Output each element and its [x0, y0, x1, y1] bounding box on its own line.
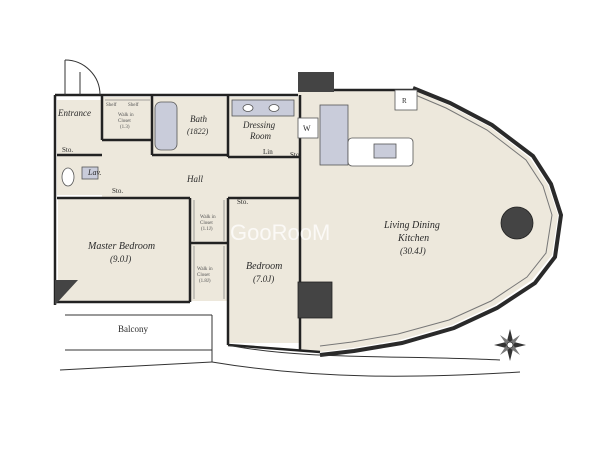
room-label-ldk-2: Kitchen	[397, 233, 429, 244]
kitchen-counter-back	[319, 104, 349, 166]
lav-sink	[81, 166, 99, 180]
entrance-door	[64, 59, 101, 96]
wic-entrance-label-2: Closet	[118, 119, 131, 124]
closet-floor	[102, 97, 152, 139]
sto-label-lav: Sto.	[112, 187, 123, 195]
wic-hall-label-1: Walk in	[200, 215, 216, 220]
toilet	[61, 167, 75, 187]
pillar-corner	[55, 280, 78, 305]
room-label-hall: Hall	[186, 174, 204, 184]
kitchen-sink	[373, 143, 397, 159]
ldk-glass-line	[319, 93, 553, 347]
room-label-dressing-1: Dressing	[242, 120, 276, 130]
watermark: GooRooM	[230, 220, 330, 245]
wic-hall-floor	[190, 198, 228, 243]
pillars	[55, 72, 334, 305]
sto-label-entrance: Sto.	[62, 146, 73, 154]
lin-label: Lin	[263, 148, 273, 156]
wic-bed-label-1: Walk in	[197, 267, 213, 272]
room-label-lav: Lav.	[87, 168, 101, 177]
bedroom-column	[297, 281, 333, 319]
room-size-master: (9.0J)	[110, 254, 131, 264]
vanity-sink-1	[242, 104, 254, 112]
round-column	[500, 206, 534, 240]
room-label-bedroom: Bedroom	[246, 261, 282, 272]
room-size-bath: (1822)	[187, 127, 209, 136]
wic-entrance-label-1: Walk in	[118, 113, 134, 118]
pillar-top	[298, 72, 334, 92]
walls	[53, 88, 413, 354]
room-size-ldk: (30.4J)	[400, 246, 426, 256]
wic-hall-size: (1.1J)	[201, 227, 213, 232]
master-bedroom-floor	[58, 198, 190, 301]
vanity-sink-2	[268, 104, 280, 112]
balcony	[59, 314, 521, 377]
room-size-bedroom: (7.0J)	[253, 274, 274, 284]
sto-label-dressing: Sto.	[290, 151, 301, 159]
wic-bed-size: (1.8J)	[199, 279, 211, 284]
compass-rose-icon	[494, 329, 526, 361]
washer	[297, 117, 319, 139]
fixtures	[61, 89, 534, 319]
wic-bed-label-2: Closet	[197, 273, 210, 278]
room-label-balcony: Balcony	[118, 324, 148, 334]
ldk-exterior-wall	[319, 86, 564, 357]
vanity-counter	[231, 99, 295, 117]
wic-entrance-size: (1.3)	[120, 125, 130, 130]
bedroom-floor	[228, 198, 300, 343]
sto-label-hall: Sto.	[237, 198, 248, 206]
bathtub	[154, 101, 178, 151]
wic-bed-floor	[190, 243, 228, 301]
room-label-ldk-1: Living Dining	[383, 220, 440, 231]
hall-floor	[102, 139, 302, 199]
shelf-label-1: Shelf	[106, 103, 117, 108]
fridge-label: R	[402, 97, 407, 105]
room-label-dressing-2: Room	[249, 131, 271, 141]
room-label-entrance: Entrance	[57, 108, 91, 118]
closet-shelves	[105, 99, 225, 299]
shelf-label-2: Shelf	[128, 103, 139, 108]
room-label-master-bedroom: Master Bedroom	[87, 241, 155, 252]
wic-hall-label-2: Closet	[200, 221, 213, 226]
washer-label: W	[303, 124, 311, 133]
fridge	[394, 89, 418, 111]
room-label-bath: Bath	[190, 114, 207, 124]
